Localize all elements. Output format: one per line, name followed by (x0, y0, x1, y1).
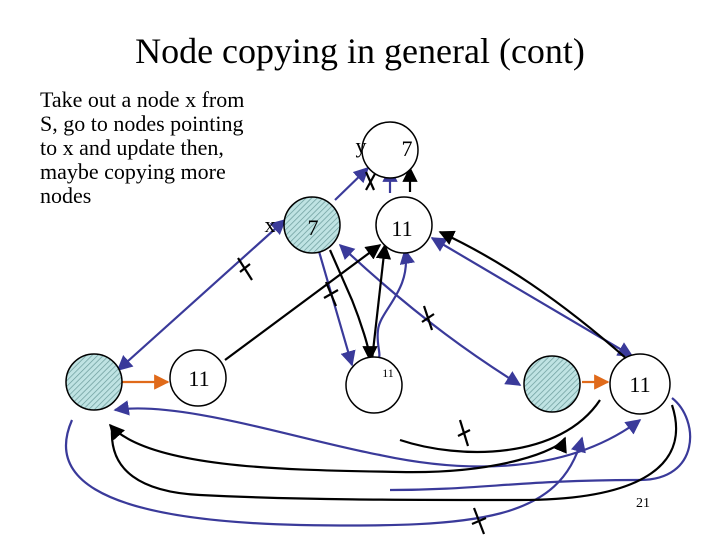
edge-x-to-center (316, 247, 356, 367)
edge-bottom-loop-2 (64, 419, 586, 527)
node-x (283, 196, 341, 254)
label-x: x (265, 212, 276, 237)
cross-mark-4 (421, 305, 435, 331)
label-node-y: 7 (402, 136, 413, 161)
label-node-far-right: 11 (629, 372, 650, 397)
node-y (361, 121, 419, 179)
label-y: y (356, 133, 367, 158)
label-node-left-mid: 11 (188, 366, 209, 391)
label-node-x: 7 (308, 215, 319, 240)
edge-right-loop (399, 399, 601, 454)
edge-center-to-top (370, 243, 392, 361)
node-center (345, 356, 403, 414)
label-node-top: 11 (391, 216, 412, 241)
edge-right-bottom (389, 397, 692, 492)
edge-bottom-loop-1 (113, 400, 642, 468)
description-text: Take out a node x from S, go to nodes po… (40, 87, 245, 208)
node-right (523, 355, 581, 413)
label-node-center: 11 (382, 366, 394, 380)
edge-x-to-left (116, 218, 287, 372)
edge-bottom-loop-4 (110, 404, 678, 502)
node-far-right (609, 353, 671, 415)
node-left (65, 353, 123, 411)
node-top (375, 196, 433, 254)
edge-x-to-y (334, 166, 370, 201)
page-number: 21 (636, 496, 650, 511)
cross-mark-3 (323, 281, 339, 307)
cross-mark-2 (237, 257, 253, 281)
node-left-mid (169, 349, 227, 407)
cross-mark-1 (364, 171, 377, 191)
slide-title: Node copying in general (cont) (135, 31, 585, 71)
edge-x-down (328, 249, 378, 362)
cross-mark-6 (471, 507, 487, 535)
cross-mark-5 (457, 419, 471, 447)
edge-farright-to-top (438, 230, 629, 361)
edge-bottom-loop-3 (108, 423, 567, 474)
edge-left-mid-to-top (224, 244, 382, 361)
